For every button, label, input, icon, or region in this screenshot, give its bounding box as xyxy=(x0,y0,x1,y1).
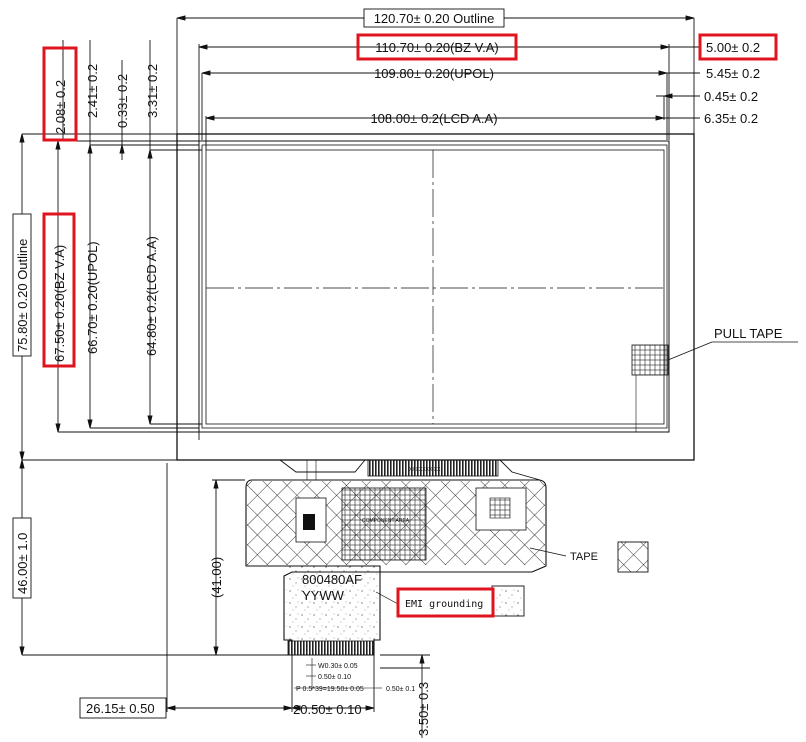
dim-lcd-aa-height: 64.80± 0.2(LCD A.A) xyxy=(144,236,159,356)
active-area xyxy=(205,149,665,425)
dim-bz-va-width: 110.70± 0.20(BZ V.A) xyxy=(375,40,499,55)
dim-right-6-35: 6.35± 0.2 xyxy=(704,111,758,126)
dim-top-2-08: 2.08± 0.2 xyxy=(53,80,68,134)
fpc-contacts xyxy=(287,640,375,656)
highlight-5-00 xyxy=(698,33,778,61)
dim-right-5-00: 5.00± 0.2 xyxy=(706,40,760,55)
emi-swatch xyxy=(491,585,525,617)
label-part-number: 800480AF xyxy=(302,572,362,587)
dim-pin-width: W0.30± 0.05 xyxy=(318,663,358,670)
label-ic-mark: XXXXXXX XX xyxy=(409,467,441,473)
dim-fpc-inner: (41.00) xyxy=(209,557,224,598)
highlights xyxy=(42,33,778,618)
tape-legend-swatch xyxy=(617,541,649,573)
label-date-code: YYWW xyxy=(302,588,345,603)
labels: 120.70± 0.20 Outline 110.70± 0.20(BZ V.A… xyxy=(15,11,783,736)
pitch-detail xyxy=(294,658,382,690)
pull-tape xyxy=(631,344,669,376)
fpc-tail-area xyxy=(286,566,378,642)
dim-outline-width: 120.70± 0.20 Outline xyxy=(374,11,495,26)
label-emi-grounding: EMI grounding xyxy=(405,599,483,610)
dim-fpc-height: 3.50± 0.3 xyxy=(416,682,431,736)
dim-fpc-width: 20.50± 0.10 xyxy=(293,702,362,717)
highlight-67-50 xyxy=(42,212,76,368)
dim-top-0-33: 0.33± 0.2 xyxy=(115,74,130,128)
dim-upol-width: 109.80± 0.20(UPOL) xyxy=(374,66,494,81)
lcd-module xyxy=(176,133,798,461)
dim-pin-spacing: 0.50± 0.10 xyxy=(318,674,351,681)
polarizer xyxy=(201,144,668,429)
outline-frame xyxy=(176,133,695,461)
dim-pitch: P 0.5*39=19.50± 0.05 xyxy=(296,686,364,693)
dim-fpc-total: 46.00± 1.0 xyxy=(15,533,30,594)
dim-right-5-45: 5.45± 0.2 xyxy=(706,66,760,81)
text-boxes xyxy=(12,8,505,719)
bezel-view-area xyxy=(198,140,670,433)
label-tape: TAPE xyxy=(570,551,598,563)
dim-edge: 0.50± 0.1 xyxy=(386,686,415,693)
dim-outline-height: 75.80± 0.20 Outline xyxy=(15,239,30,352)
dim-lcd-aa-width: 108.00± 0.2(LCD A.A) xyxy=(370,111,497,126)
highlight-emi xyxy=(396,587,495,618)
label-pull-tape: PULL TAPE xyxy=(714,326,783,341)
highlight-2-08 xyxy=(42,46,78,142)
dim-top-2-41: 2.41± 0.2 xyxy=(85,64,100,118)
highlight-110-70 xyxy=(356,33,518,61)
dim-bz-va-height: 67.50± 0.20(BZ V.A) xyxy=(52,245,67,362)
label-component-area: COMPONENT AREA xyxy=(362,518,410,524)
dim-upol-height: 66.70± 0.20(UPOL) xyxy=(85,241,100,354)
component-area xyxy=(341,487,427,561)
dim-top-3-31: 3.31± 0.2 xyxy=(145,64,160,118)
dim-right-0-45: 0.45± 0.2 xyxy=(704,89,758,104)
dim-left-offset: 26.15± 0.50 xyxy=(86,701,155,716)
panel-connector xyxy=(367,459,499,477)
fpc-cable xyxy=(245,459,649,656)
